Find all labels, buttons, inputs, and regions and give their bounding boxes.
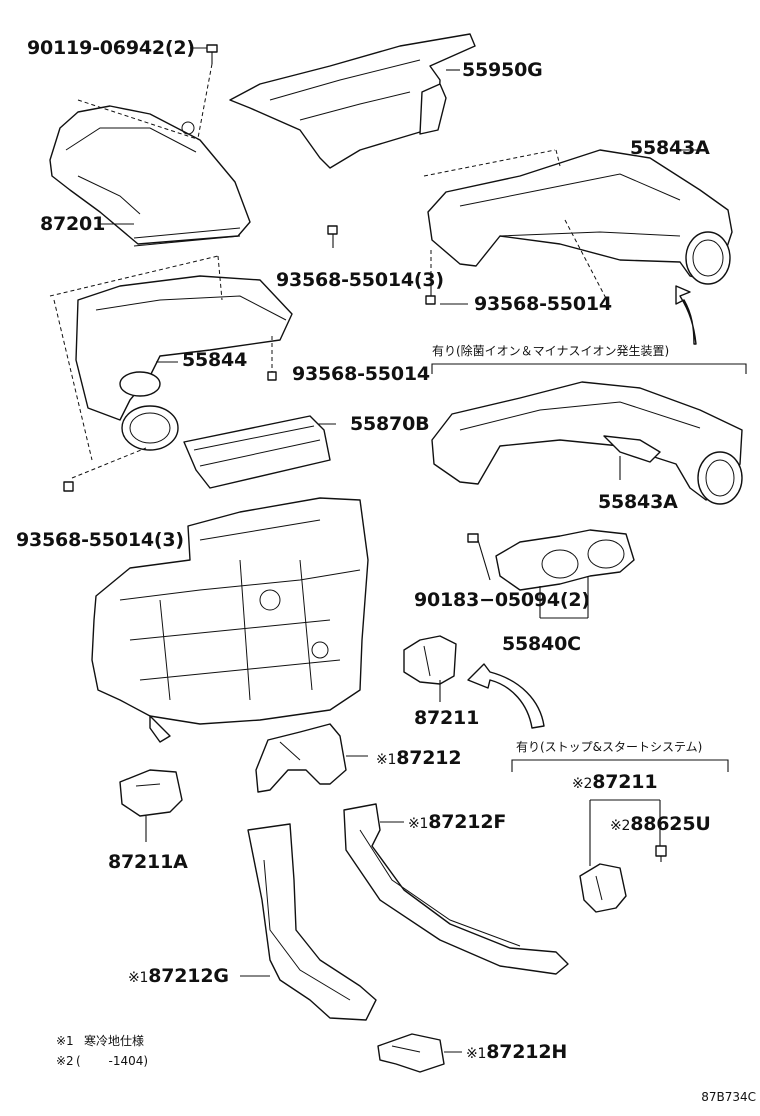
duct-55844 — [49, 255, 293, 461]
label-55870b[interactable]: 55870B — [350, 413, 430, 435]
duct-55843a-lower — [431, 381, 743, 505]
label-55843a-bottom[interactable]: 55843A — [598, 491, 678, 513]
duct-87212 — [255, 723, 368, 793]
option-brackets — [431, 363, 747, 772]
label-87211a[interactable]: 87211A — [108, 851, 188, 873]
label-93568-55014-3-upper[interactable]: 93568-55014(3) — [276, 269, 444, 291]
bracket-55950g — [229, 33, 476, 169]
label-90183-05094[interactable]: 90183−05094(2) — [414, 589, 590, 611]
duct-87212g — [240, 823, 377, 1021]
option-arrows — [467, 285, 697, 729]
label-87212h-number: 87212H — [486, 1041, 568, 1063]
label-55950g[interactable]: 55950G — [462, 59, 543, 81]
label-87212-number: 87212 — [396, 747, 462, 769]
label-55840c[interactable]: 55840C — [502, 633, 581, 655]
screws-93568-upper — [327, 225, 468, 305]
label-87212f[interactable]: ※187212F — [408, 812, 506, 834]
filter-55870b — [183, 415, 336, 489]
mark-2: ※2 — [610, 818, 631, 834]
duct-87211 — [403, 635, 457, 702]
bolt-90119-06942 — [190, 44, 218, 139]
duct-55843a-upper — [423, 149, 733, 307]
label-55843a-top[interactable]: 55843A — [630, 137, 710, 159]
duct-87201 — [49, 99, 251, 247]
label-87211-option[interactable]: ※287211 — [572, 771, 658, 794]
label-87212g[interactable]: ※187212G — [128, 966, 229, 988]
label-93568-55014-center[interactable]: 93568-55014 — [292, 363, 430, 385]
footnote-1-mark: ※1 — [56, 1034, 74, 1048]
diagram-code: 87B734C — [701, 1090, 756, 1104]
note-stop-start: 有り(ストップ&スタートシステム) — [516, 740, 703, 754]
duct-87212f — [343, 803, 569, 975]
duct-87211a — [119, 769, 183, 842]
screw-93568-left — [63, 447, 147, 492]
label-55844[interactable]: 55844 — [182, 349, 248, 371]
label-87211-option-number: 87211 — [592, 771, 658, 793]
label-87201[interactable]: 87201 — [40, 213, 106, 235]
duct-87211-stop-start — [579, 799, 667, 913]
mark-2: ※2 — [572, 776, 593, 792]
label-88625u[interactable]: ※288625U — [610, 814, 711, 836]
footnote-1-text: 寒冷地仕様 — [84, 1034, 145, 1048]
mark-1: ※1 — [128, 970, 149, 986]
duct-87212h — [377, 1033, 462, 1073]
label-87212h[interactable]: ※187212H — [466, 1042, 567, 1064]
label-93568-55014-3-lower[interactable]: 93568-55014(3) — [16, 529, 184, 551]
mark-1: ※1 — [466, 1046, 487, 1062]
mark-1: ※1 — [376, 752, 397, 768]
label-87212[interactable]: ※187212 — [376, 747, 462, 770]
label-90119-06942[interactable]: 90119-06942(2) — [27, 37, 195, 59]
label-87212g-number: 87212G — [148, 965, 229, 987]
mark-1: ※1 — [408, 816, 429, 832]
label-93568-55014-right[interactable]: 93568-55014 — [474, 293, 612, 315]
ionizer-55840c — [467, 529, 635, 619]
label-87211[interactable]: 87211 — [414, 707, 480, 729]
footnote-2-text: ( -1404) — [76, 1054, 149, 1068]
air-conditioning-unit — [91, 497, 369, 743]
footnote-2-mark: ※2 — [56, 1054, 74, 1068]
label-88625u-number: 88625U — [630, 813, 711, 835]
note-ion-generator: 有り(除菌イオン＆マイナスイオン発生装置) — [432, 344, 670, 358]
label-87212f-number: 87212F — [428, 811, 507, 833]
